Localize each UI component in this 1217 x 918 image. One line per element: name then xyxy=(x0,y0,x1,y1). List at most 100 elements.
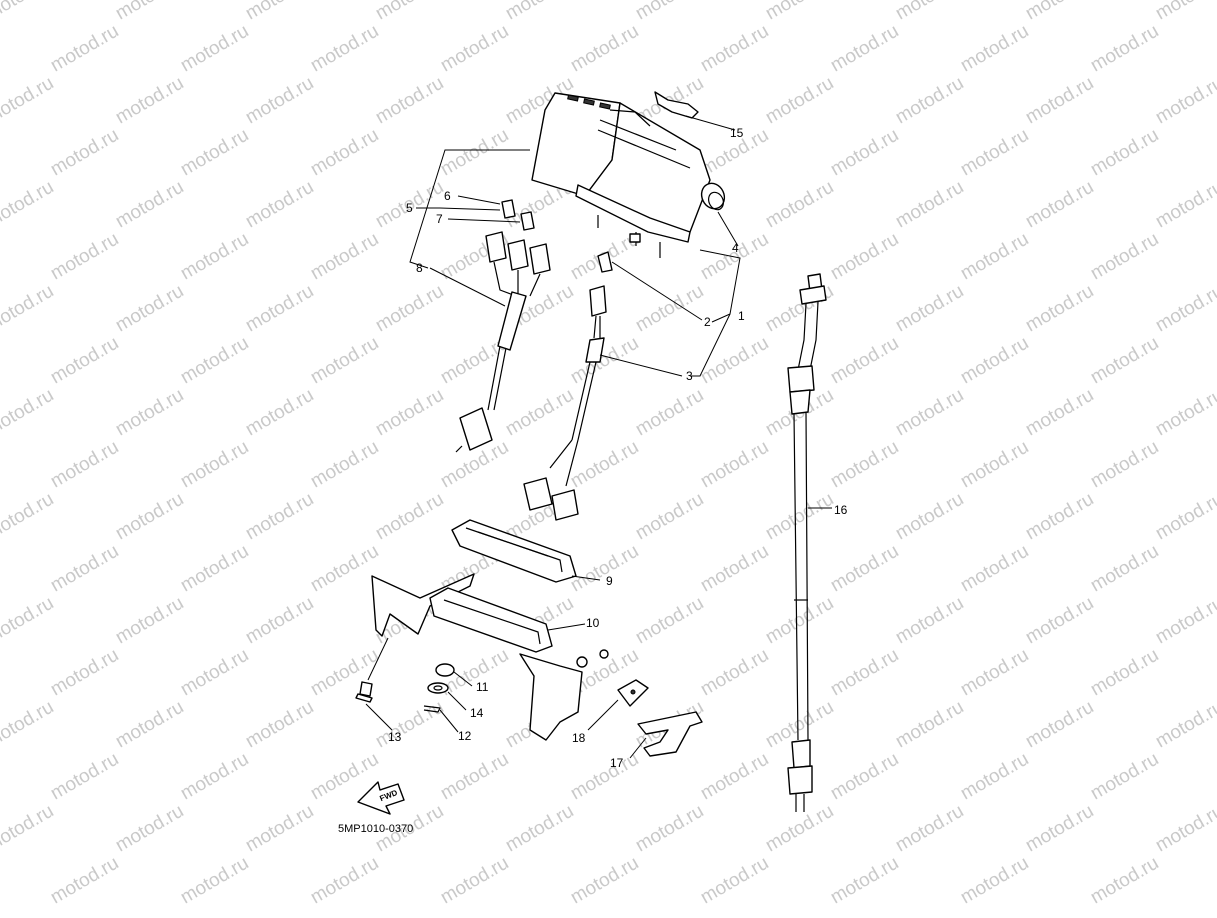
watermark-text: motod.ru xyxy=(177,333,252,389)
watermark-text: motod.ru xyxy=(762,0,837,24)
watermark-text: motod.ru xyxy=(892,73,967,129)
watermark-text: motod.ru xyxy=(892,801,967,857)
watermark-text: motod.ru xyxy=(957,749,1032,805)
watermark-text: motod.ru xyxy=(697,333,772,389)
watermark-text: motod.ru xyxy=(177,437,252,493)
watermark-text: motod.ru xyxy=(307,333,382,389)
watermark-text: motod.ru xyxy=(177,229,252,285)
watermark-text: motod.ru xyxy=(1022,697,1097,753)
callout-3: 3 xyxy=(686,369,693,383)
watermark-text: motod.ru xyxy=(892,385,967,441)
watermark-text: motod.ru xyxy=(892,177,967,233)
watermark-text: motod.ru xyxy=(112,489,187,545)
watermark-text: motod.ru xyxy=(1087,437,1162,493)
callout-18: 18 xyxy=(572,731,586,745)
watermark-text: motod.ru xyxy=(112,697,187,753)
watermark-text: motod.ru xyxy=(0,0,57,24)
watermark-text: motod.ru xyxy=(242,281,317,337)
watermark-text: motod.ru xyxy=(1152,697,1217,753)
drawing-code: 5MP1010-0370 xyxy=(338,823,413,835)
watermark-text: motod.ru xyxy=(567,333,642,389)
watermark-text: motod.ru xyxy=(47,21,122,77)
callout-16: 16 xyxy=(834,503,848,517)
watermark-text: motod.ru xyxy=(242,385,317,441)
watermark-text: motod.ru xyxy=(502,385,577,441)
watermark-text: motod.ru xyxy=(1022,593,1097,649)
watermark-text: motod.ru xyxy=(1022,489,1097,545)
watermark-text: motod.ru xyxy=(892,281,967,337)
watermark-text: motod.ru xyxy=(957,229,1032,285)
part-11-grommet xyxy=(435,663,473,687)
watermark-text: motod.ru xyxy=(112,281,187,337)
watermark-text: motod.ru xyxy=(112,385,187,441)
watermark-text: motod.ru xyxy=(47,749,122,805)
watermark-text: motod.ru xyxy=(0,593,57,649)
watermark-text: motod.ru xyxy=(892,697,967,753)
watermark-text: motod.ru xyxy=(112,177,187,233)
watermark-text: motod.ru xyxy=(567,853,642,909)
watermark-text: motod.ru xyxy=(1087,125,1162,181)
part-9-meter-damper xyxy=(451,519,601,583)
watermark-text: motod.ru xyxy=(112,73,187,129)
watermark-text: motod.ru xyxy=(0,385,57,441)
watermark-text: motod.ru xyxy=(632,593,707,649)
part-18-plate xyxy=(587,679,649,731)
watermark-text: motod.ru xyxy=(242,0,317,24)
part-17-band xyxy=(629,711,703,759)
watermark-text: motod.ru xyxy=(762,593,837,649)
watermark-text: motod.ru xyxy=(697,21,772,77)
watermark-text: motod.ru xyxy=(827,333,902,389)
watermark-text: motod.ru xyxy=(242,697,317,753)
watermark-text: motod.ru xyxy=(307,229,382,285)
fwd-arrow: FWD xyxy=(357,781,405,815)
part-12-clip xyxy=(423,705,459,733)
watermark-text: motod.ru xyxy=(47,437,122,493)
watermark-text: motod.ru xyxy=(112,593,187,649)
watermark-text: motod.ru xyxy=(242,801,317,857)
watermark-text: motod.ru xyxy=(502,0,577,24)
watermark-text: motod.ru xyxy=(0,489,57,545)
watermark-text: motod.ru xyxy=(762,177,837,233)
watermark-text: motod.ru xyxy=(827,749,902,805)
watermark-text: motod.ru xyxy=(47,645,122,701)
watermark-text: motod.ru xyxy=(242,73,317,129)
watermark-text: motod.ru xyxy=(697,437,772,493)
callout-4: 4 xyxy=(732,241,739,255)
watermark-text: motod.ru xyxy=(1022,177,1097,233)
watermark-text: motod.ru xyxy=(697,749,772,805)
watermark-text: motod.ru xyxy=(0,281,57,337)
callout-17: 17 xyxy=(610,756,624,770)
watermark-text: motod.ru xyxy=(47,541,122,597)
watermark-text: motod.ru xyxy=(1152,593,1217,649)
watermark-text: motod.ru xyxy=(372,385,447,441)
watermark-text: motod.ru xyxy=(567,21,642,77)
part-4-trip-knob xyxy=(700,182,739,247)
watermark-text: motod.ru xyxy=(372,697,447,753)
callout-7: 7 xyxy=(436,212,443,226)
part-10-meter-bracket xyxy=(371,573,609,741)
watermark-text: motod.ru xyxy=(437,749,512,805)
watermark-text: motod.ru xyxy=(957,541,1032,597)
watermark-text: motod.ru xyxy=(307,437,382,493)
part-14-washer xyxy=(427,682,467,711)
callout-6: 6 xyxy=(444,189,451,203)
watermark-text: motod.ru xyxy=(892,593,967,649)
watermark-text: motod.ru xyxy=(1022,281,1097,337)
watermark-text: motod.ru xyxy=(957,853,1032,909)
watermark-text: motod.ru xyxy=(307,853,382,909)
watermark-text: motod.ru xyxy=(1152,177,1217,233)
watermark-text: motod.ru xyxy=(372,489,447,545)
callout-11: 11 xyxy=(476,680,489,694)
watermark-text: motod.ru xyxy=(892,489,967,545)
watermark-text: motod.ru xyxy=(1152,0,1217,24)
watermark-text: motod.ru xyxy=(567,541,642,597)
watermark-text: motod.ru xyxy=(437,21,512,77)
meter-assembly xyxy=(531,92,711,258)
watermark-text: motod.ru xyxy=(502,801,577,857)
watermark-text: motod.ru xyxy=(1022,0,1097,24)
callout-2: 2 xyxy=(704,315,711,329)
watermark-text: motod.ru xyxy=(307,541,382,597)
watermark-text: motod.ru xyxy=(1087,21,1162,77)
watermark-text: motod.ru xyxy=(1152,489,1217,545)
watermark-text: motod.ru xyxy=(827,437,902,493)
